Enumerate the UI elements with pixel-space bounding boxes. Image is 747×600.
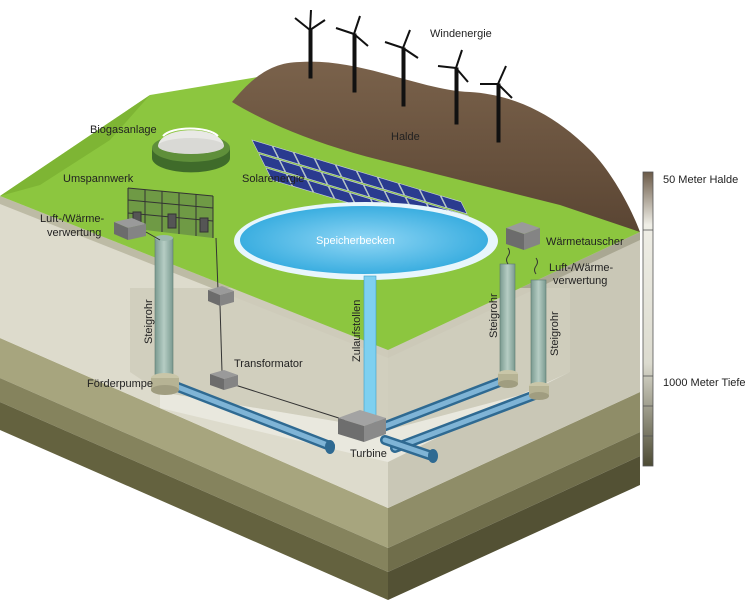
solar-panel (314, 158, 342, 178)
halde-hill (232, 61, 640, 232)
riser-right-a (499, 263, 516, 375)
label-luft-waerme-right-2: verwertung (553, 275, 607, 287)
label-steigrohr-right-b: Steigrohr (549, 311, 561, 356)
stratum-front-2 (0, 378, 388, 572)
solar-panel (440, 195, 468, 215)
wind-turbine-5 (480, 65, 513, 143)
solar-panel (419, 189, 447, 209)
label-steigrohr-left: Steigrohr (143, 299, 155, 344)
solar-panel (356, 170, 384, 190)
feed-pump (151, 373, 179, 395)
label-solarenergie: Solarenergie (242, 173, 304, 185)
label-umspannwerk: Umspannwerk (63, 173, 134, 185)
scale-bottom-label: 1000 Meter Tiefe (663, 377, 746, 389)
label-waermetauscher: Wärmetauscher (546, 236, 624, 248)
label-windenergie: Windenergie (430, 28, 492, 40)
reservoir (234, 202, 498, 280)
equipment (114, 218, 549, 442)
wind-turbine-4 (437, 49, 469, 125)
label-biogasanlage: Biogasanlage (90, 124, 157, 136)
wind-turbine-2 (335, 15, 369, 93)
stratum-right-1 (388, 392, 640, 548)
riser-right-b (530, 279, 547, 385)
solar-panel (265, 167, 293, 187)
pipes (165, 375, 545, 463)
wind-turbines (294, 9, 513, 143)
depth-scale: 50 Meter Halde 1000 Meter Tiefe (642, 171, 746, 467)
wind-turbine-3 (384, 29, 419, 107)
stratum-front-3 (0, 402, 388, 600)
solar-panel (286, 173, 314, 193)
stratum-front-1 (0, 338, 388, 548)
label-luft-waerme-left-2: verwertung (47, 227, 101, 239)
label-luft-waerme-right-1: Luft-/Wärme- (549, 262, 614, 274)
transformer-lower (210, 370, 238, 390)
label-transformator: Transformator (234, 358, 303, 370)
label-speicherbecken: Speicherbecken (316, 235, 395, 247)
riser-left (154, 237, 174, 379)
label-halde: Halde (391, 131, 420, 143)
solar-panel (279, 159, 307, 179)
zulaufstollen-shaft (363, 275, 377, 423)
solar-panel (307, 179, 335, 199)
stratum-right-2 (388, 432, 640, 572)
scale-top-label: 50 Meter Halde (663, 174, 738, 186)
riser-pump-b (529, 382, 549, 400)
label-zulaufstollen: Zulaufstollen (351, 300, 363, 362)
labels: Windenergie Biogasanlage Halde Umspannwe… (40, 28, 624, 460)
transformer-upper (208, 286, 234, 306)
biogas-plant (152, 127, 230, 173)
air-heat-unit-left (114, 218, 161, 241)
heat-exchanger (506, 222, 540, 275)
solar-panel (377, 176, 405, 196)
solar-panel (321, 172, 349, 192)
label-luft-waerme-left-1: Luft-/Wärme- (40, 213, 105, 225)
label-steigrohr-right-a: Steigrohr (488, 293, 500, 338)
solar-panel (272, 145, 300, 165)
label-turbine: Turbine (350, 448, 387, 460)
solar-panel (300, 165, 328, 185)
solar-panel (398, 182, 426, 202)
wind-turbine-1 (294, 9, 326, 79)
solar-panel (335, 164, 363, 184)
label-foerderpumpe: Förderpumpe (87, 378, 153, 390)
riser-pump-a (498, 370, 518, 388)
solar-panel (251, 139, 279, 159)
turbine-unit (338, 410, 386, 442)
grass-shade (0, 95, 150, 196)
shafts (154, 235, 547, 423)
solar-panel (293, 151, 321, 171)
solar-panel (258, 153, 286, 173)
solar-panel (342, 178, 370, 198)
stratum-right-3 (388, 456, 640, 600)
